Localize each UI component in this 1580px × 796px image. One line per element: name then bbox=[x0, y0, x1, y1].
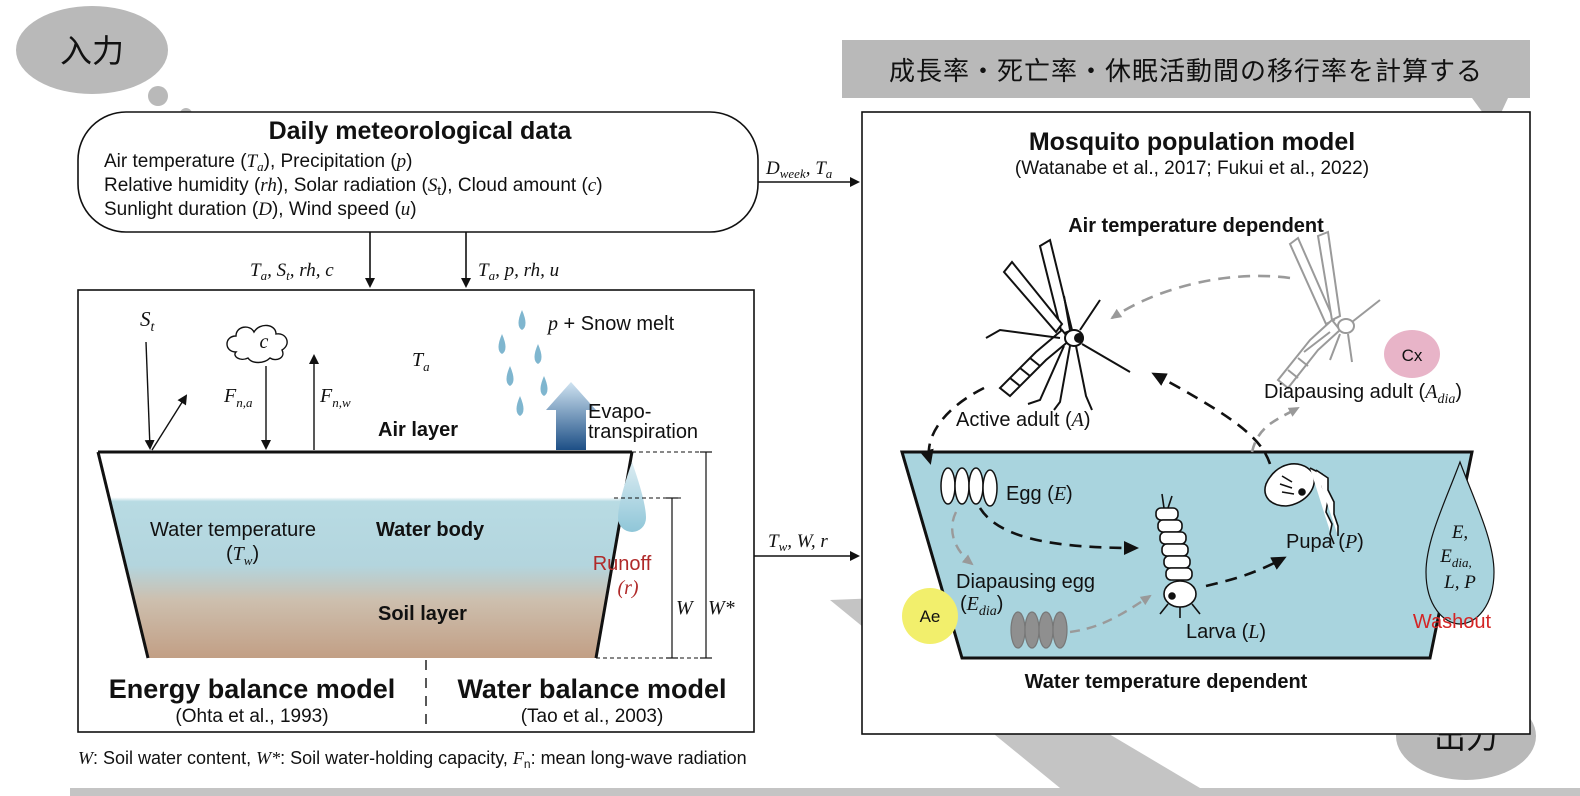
arrow-diapausing-egg-to-larva bbox=[1069, 594, 1152, 634]
arrow-diapause-to-active bbox=[1110, 274, 1291, 320]
input-callout-label: 入力 bbox=[60, 32, 124, 70]
ae-badge-label: Ae bbox=[920, 607, 941, 626]
diapausing-adult-label: Diapausing adult (Adia) bbox=[1264, 381, 1462, 407]
rain-drops-icon bbox=[498, 310, 548, 416]
runoff-label: Runoff bbox=[593, 553, 652, 575]
evapo-line-2: transpiration bbox=[588, 421, 698, 443]
water-body-label: Water body bbox=[376, 519, 485, 541]
pupa-label: Pupa (P) bbox=[1286, 531, 1364, 553]
arrow-pupa-to-diapause bbox=[1250, 406, 1300, 453]
arrow-larva-to-pupa bbox=[1205, 556, 1287, 588]
runoff-symbol: (r) bbox=[617, 577, 638, 599]
diapausing-adult-mosquito-icon bbox=[1276, 230, 1381, 390]
input-callout: 入力 bbox=[16, 6, 192, 120]
rate-banner: 成長率・死亡率・休眠活動間の移行率を計算する bbox=[842, 40, 1530, 128]
washout-drop-icon bbox=[1425, 460, 1495, 625]
energy-balance-ref: (Ohta et al., 1993) bbox=[175, 706, 328, 727]
evapotranspiration-arrow bbox=[546, 382, 596, 450]
arrow-adult-to-egg bbox=[920, 386, 985, 465]
evapo-line-1: Evapo- bbox=[588, 401, 651, 423]
mosquito-model-box: Mosquito population model (Watanabe et a… bbox=[861, 111, 1531, 735]
active-adult-label: Active adult (A) bbox=[956, 409, 1091, 431]
fna-label: Fn,a bbox=[223, 385, 253, 410]
precip-label: p + Snow melt bbox=[546, 313, 675, 335]
arrow-label-lower: Tw, W, r bbox=[768, 531, 828, 554]
diapausing-egg-icon bbox=[1010, 611, 1068, 649]
fnw-label: Fn,w bbox=[319, 385, 351, 410]
mosquito-title: Mosquito population model bbox=[1029, 128, 1355, 156]
arrow-egg-to-larva bbox=[978, 507, 1139, 555]
w-label: W bbox=[676, 597, 695, 619]
egg-icon bbox=[940, 467, 998, 507]
cloud-icon bbox=[226, 324, 288, 364]
bottom-bar bbox=[70, 788, 1580, 796]
solar-down-arrow bbox=[144, 341, 155, 450]
meteo-line-2: Relative humidity (rh), Solar radiation … bbox=[104, 175, 603, 198]
ae-badge bbox=[902, 588, 958, 644]
cx-badge bbox=[1384, 330, 1440, 378]
reflect-arrow bbox=[151, 394, 188, 451]
diapausing-egg-symbol: (Edia) bbox=[960, 593, 1003, 619]
arrow-label-right: Ta, p, rh, u bbox=[478, 260, 559, 283]
egg-label: Egg (E) bbox=[1006, 483, 1073, 505]
washout-e: E, bbox=[1451, 522, 1468, 543]
pupa-icon bbox=[1264, 463, 1339, 545]
washout-label: Washout bbox=[1413, 611, 1492, 633]
water-temp-dependent-label: Water temperature dependent bbox=[1025, 671, 1308, 693]
st-label: St bbox=[140, 307, 156, 335]
water-temp-symbol: (Tw) bbox=[226, 543, 259, 568]
energy-balance-title: Energy balance model bbox=[109, 674, 396, 704]
wstar-label: W* bbox=[708, 597, 735, 619]
arrow-pupa-to-adult bbox=[1151, 372, 1272, 465]
diapausing-egg-label: Diapausing egg bbox=[956, 571, 1095, 593]
washout-lp: L, P bbox=[1443, 572, 1476, 593]
washout-edia: Edia, bbox=[1439, 546, 1471, 570]
water-temp-label: Water temperature bbox=[150, 519, 316, 541]
rate-banner-label: 成長率・死亡率・休眠活動間の移行率を計算する bbox=[889, 57, 1483, 87]
arrow-label-mosquito: Dweek, Ta bbox=[765, 158, 833, 181]
larva-icon bbox=[1155, 493, 1201, 618]
air-temp-dependent-label: Air temperature dependent bbox=[1068, 215, 1324, 237]
meteo-title: Daily meteorological data bbox=[269, 117, 573, 145]
ta-label: Ta bbox=[412, 349, 430, 374]
arrow-egg-to-diapausing-egg bbox=[951, 511, 974, 566]
cx-badge-label: Cx bbox=[1402, 346, 1423, 365]
cloud-label: c bbox=[260, 331, 269, 353]
air-layer-label: Air layer bbox=[378, 419, 458, 441]
active-adult-mosquito-icon bbox=[985, 238, 1131, 411]
footnote: W: Soil water content, W*: Soil water-ho… bbox=[78, 748, 747, 771]
land-tank bbox=[98, 452, 632, 658]
meteo-line-1: Air temperature (Ta), Precipitation (p) bbox=[104, 151, 413, 174]
soil-layer-label: Soil layer bbox=[378, 603, 467, 625]
larva-label: Larva (L) bbox=[1186, 621, 1266, 643]
meteo-box: Daily meteorological data Air temperatur… bbox=[77, 111, 759, 233]
water-balance-title: Water balance model bbox=[457, 674, 726, 704]
meteo-line-3: Sunlight duration (D), Wind speed (u) bbox=[104, 199, 417, 220]
runoff-drop-icon bbox=[618, 462, 646, 532]
arrow-label-left: Ta, St, rh, c bbox=[250, 260, 334, 283]
land-model-box: St c Fn,a Fn,w Ta p + Snow melt Evapo- t… bbox=[77, 289, 755, 733]
mosquito-ref: (Watanabe et al., 2017; Fukui et al., 20… bbox=[1015, 158, 1369, 179]
water-balance-ref: (Tao et al., 2003) bbox=[521, 706, 664, 727]
